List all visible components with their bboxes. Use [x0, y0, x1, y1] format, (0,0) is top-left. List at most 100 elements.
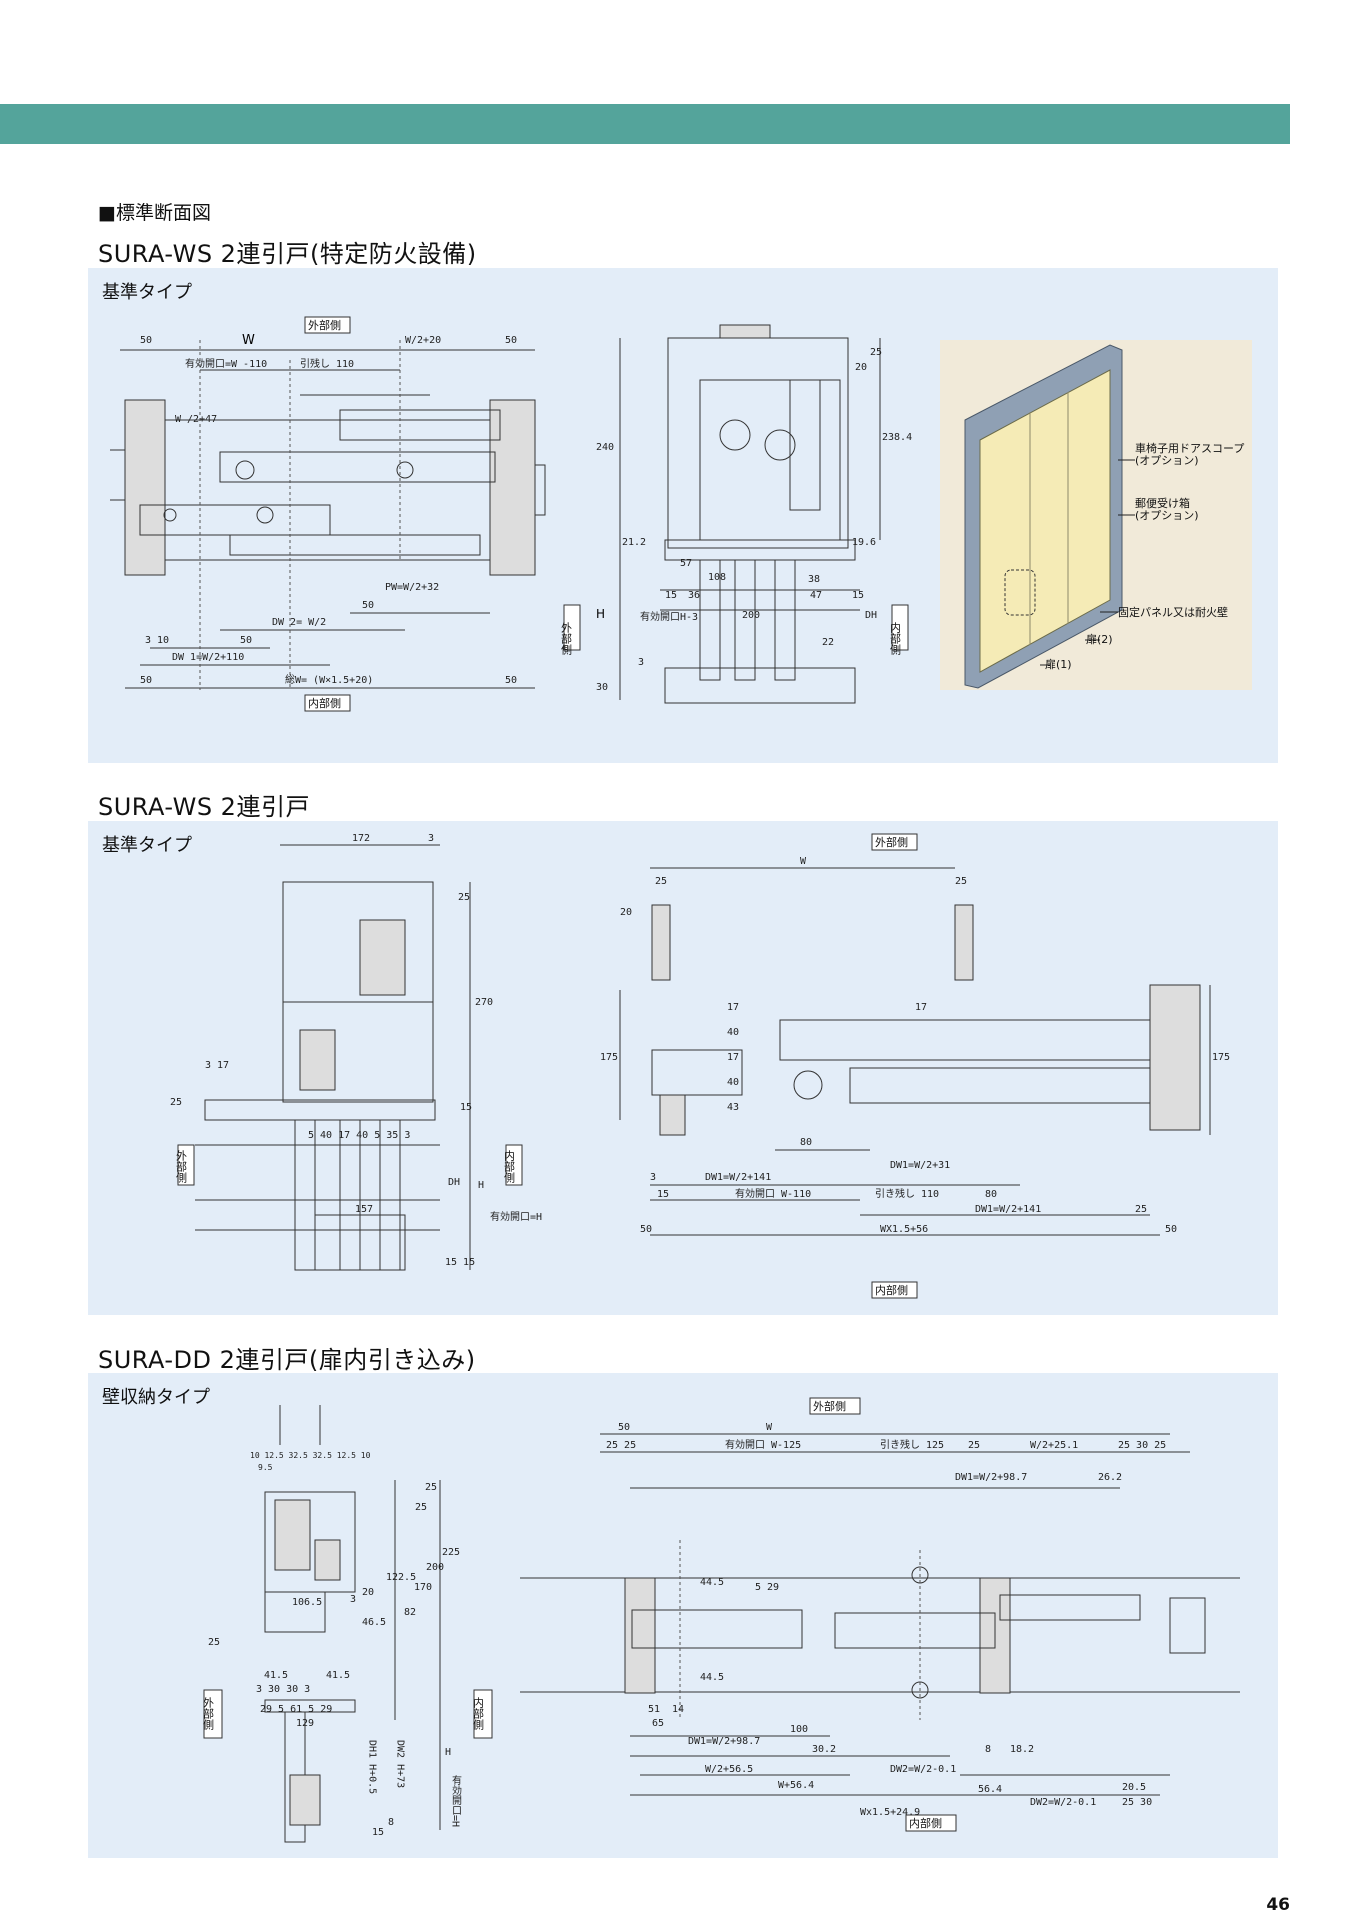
s2-plan-dim: 25	[1135, 1204, 1147, 1215]
s2-sec-dim: 5 40 17 40 5 35 3	[308, 1130, 410, 1141]
s3-plan-dim: W/2+56.5	[705, 1764, 753, 1775]
s1-sec-dim: 38	[808, 574, 820, 585]
s2-sec-dim: 3	[428, 833, 434, 844]
s2-plan-dim: 有効開口 W-110	[735, 1187, 811, 1200]
s2-plan-dim: 引き残し 110	[875, 1187, 939, 1200]
s3-plan-dim: DW1=W/2+98.7	[688, 1736, 760, 1747]
section1-subtitle: 基準タイプ	[102, 282, 192, 303]
s3-plan-dim: W+56.4	[778, 1780, 814, 1791]
s2-plan-dim: DW1=W/2+141	[705, 1172, 771, 1183]
s2-plan-dim: 20	[620, 907, 632, 918]
s1-plan-dim: 50	[505, 335, 517, 346]
s3-plan-label-bottom: 内部側	[909, 1816, 942, 1830]
s3-sec-dim: 129	[296, 1718, 314, 1729]
s1-sec-dim: 21.2	[622, 537, 646, 548]
s2-sec-dim: 15 15	[445, 1257, 475, 1268]
s3-plan-dim: 30.2	[812, 1744, 836, 1755]
s3-plan-dim: Wx1.5+24.9	[860, 1807, 920, 1818]
s3-sec-dim: 有効開口=H	[450, 1774, 462, 1827]
s3-plan-dim: 25 30	[1122, 1797, 1152, 1808]
s3-sec-dim: 122.5	[386, 1572, 416, 1583]
s3-section-label-outside: 外部側	[202, 1697, 215, 1730]
s1-sec-dim: 19.6	[852, 537, 876, 548]
s3-sec-dim: 170	[414, 1582, 432, 1593]
s1-sec-dim: 57	[680, 558, 692, 569]
s1-plan-dim: 50	[240, 635, 252, 646]
s3-sec-dim: 25	[208, 1637, 220, 1648]
s1-section-label-outside: 外部側	[560, 622, 573, 655]
s1-sec-dim: 15	[665, 590, 677, 601]
s3-plan-dim: 18.2	[1010, 1744, 1034, 1755]
section1-title: SURA-WS 2連引戸(特定防火設備)	[98, 240, 477, 268]
s1-photo-label-mailbox: 郵便受け箱(オプション)	[1135, 496, 1199, 522]
s1-plan-dim: 50	[505, 675, 517, 686]
s3-sec-dim: 3	[350, 1594, 356, 1605]
s3-section-label-inside: 内部側	[472, 1696, 485, 1730]
s1-plan-dim: 50	[140, 335, 152, 346]
s1-plan-dim: W /2+47	[175, 414, 217, 425]
s2-plan-dim: W	[800, 856, 807, 867]
s1-plan-dim: DW 1=W/2+110	[172, 652, 244, 663]
s1-plan-dim: 50	[362, 600, 374, 611]
s2-plan-label-top: 外部側	[875, 835, 908, 849]
s1-sec-dim: DH	[865, 610, 877, 621]
s3-plan-dim: 14	[672, 1704, 684, 1715]
section2-subtitle: 基準タイプ	[102, 835, 192, 856]
s2-plan-dim: DW1=W/2+31	[890, 1160, 950, 1171]
s1-sec-dim: 有効開口H-3	[640, 610, 698, 623]
s1-section-label-inside: 内部側	[889, 621, 902, 655]
s2-plan-dim: 17	[727, 1052, 739, 1063]
s2-plan-dim: 25	[655, 876, 667, 887]
s3-plan-dim: 26.2	[1098, 1472, 1122, 1483]
s3-plan-dim: 有効開口 W-125	[725, 1438, 801, 1451]
s2-plan-dim: WX1.5+56	[880, 1224, 928, 1235]
s1-sec-dim: 15	[852, 590, 864, 601]
s2-plan-dim: 3	[650, 1172, 656, 1183]
s3-plan-dim: 20.5	[1122, 1782, 1146, 1793]
s3-plan-dim: 50	[618, 1422, 630, 1433]
section3-subtitle: 壁収納タイプ	[102, 1387, 210, 1408]
s3-sec-dim: 46.5	[362, 1617, 386, 1628]
s3-sec-dim: 106.5	[292, 1597, 322, 1608]
s3-plan-dim: 8	[985, 1744, 991, 1755]
s2-plan-dim: 17	[727, 1002, 739, 1013]
s3-plan-dim: W/2+25.1	[1030, 1440, 1078, 1451]
s1-sec-dim: 3	[638, 657, 644, 668]
s2-sec-dim: 157	[355, 1204, 373, 1215]
s3-plan-dim: 44.5	[700, 1577, 724, 1588]
s1-sec-dim: 108	[708, 572, 726, 583]
s1-plan-dim: W/2+20	[405, 335, 441, 346]
s2-plan-dim: 25	[955, 876, 967, 887]
s2-plan-dim: 17	[915, 1002, 927, 1013]
s3-plan-dim: 65	[652, 1718, 664, 1729]
section3-panel	[88, 1373, 1278, 1858]
s3-sec-dim: H	[445, 1747, 451, 1758]
s2-sec-dim: 3 17	[205, 1060, 229, 1071]
s2-plan-dim: 50	[640, 1224, 652, 1235]
s2-plan-dim: 80	[985, 1189, 997, 1200]
s2-plan-dim: 50	[1165, 1224, 1177, 1235]
s3-sec-dim: 15	[372, 1827, 384, 1838]
s3-sec-dim: 41.5	[264, 1670, 288, 1681]
s1-plan-label-top: 外部側	[308, 318, 341, 332]
s2-sec-dim: H	[478, 1180, 484, 1191]
s2-sec-dim: 15	[460, 1102, 472, 1113]
s1-photo-label-scope: 車椅子用ドアスコープ(オプション)	[1135, 441, 1244, 467]
s2-sec-dim: 25	[458, 892, 470, 903]
s1-sec-dim: 22	[822, 637, 834, 648]
s2-plan-dim: DW1=W/2+141	[975, 1204, 1041, 1215]
s3-sec-dim: 25	[425, 1482, 437, 1493]
s1-plan-dim: 50	[140, 675, 152, 686]
s2-plan-dim: 40	[727, 1077, 739, 1088]
s1-sec-dim: 20	[855, 362, 867, 373]
s3-sec-dim: DH1 H+0.5	[367, 1740, 378, 1794]
s3-sec-dim: 25	[415, 1502, 427, 1513]
s1-sec-dim: 47	[810, 590, 822, 601]
s2-plan-dim: 40	[727, 1027, 739, 1038]
s3-plan-dim: W	[766, 1422, 773, 1433]
s3-plan-dim: 5 29	[755, 1582, 779, 1593]
s1-plan-dim: 3 10	[145, 635, 169, 646]
